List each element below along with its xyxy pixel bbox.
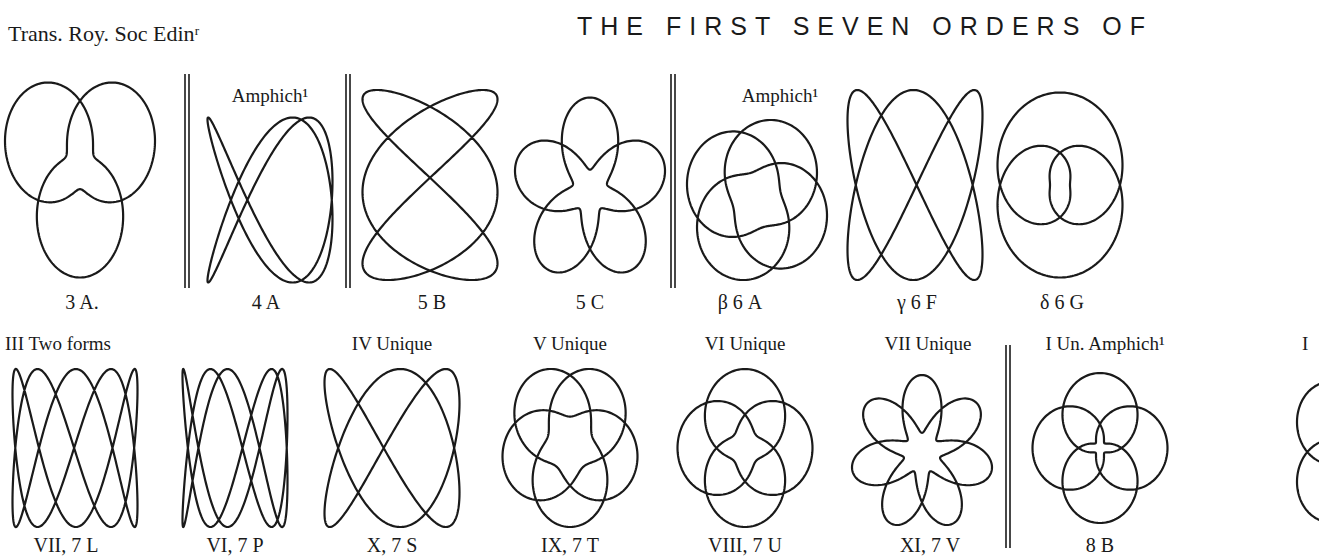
knot-curve [998,93,1123,278]
class-heading: V Unique [533,334,607,355]
class-heading: VI Unique [705,334,786,355]
knot-label: VI, 7 P [206,534,263,556]
knot-label: VII, 7 L [34,534,99,556]
knot-label: δ 6 G [1040,291,1084,313]
knot-label: VIII, 7 U [708,534,782,556]
knot-curve [687,120,827,280]
knot-label: X, 7 S [367,534,418,556]
class-heading: I [1302,334,1308,355]
knot-curve [325,369,460,527]
knot-label: 5 C [576,291,604,313]
knot-curve [5,83,155,278]
knot-curve [1033,373,1168,523]
knot-label: 3 A. [65,291,98,313]
knot-label: 4 A [252,291,280,313]
class-heading: III Two forms [5,334,111,355]
class-heading: VII Unique [884,334,971,355]
knot-curve [503,369,638,527]
knot-curve [678,369,813,527]
knot-curve [515,98,665,273]
amphicheiral-note: Amphich¹ [232,86,308,107]
amphicheiral-note: Amphich¹ [742,86,818,107]
class-heading: I Un. Amphich¹ [1045,334,1164,355]
knot-curve [1297,382,1319,522]
knot-curve [848,90,983,280]
knot-label: 8 B [1086,534,1114,556]
knot-curve [852,375,992,525]
knot-curve [13,369,138,527]
plate-title: THE FIRST SEVEN ORDERS OF [577,12,1153,41]
knot-label: XI, 7 V [900,534,960,556]
knot-curve [183,369,288,527]
knot-curve [208,118,333,283]
knot-label: 5 B [418,291,446,313]
knot-label: β 6 A [718,291,763,313]
journal-reference: Trans. Roy. Soc Edinʳ [8,22,199,46]
separator-lines [185,74,1010,548]
knot-curve [363,90,498,280]
knot-label: IX, 7 T [541,534,599,556]
knot-diagrams [5,83,1319,528]
knot-label: γ 6 F [897,291,937,313]
class-heading: IV Unique [352,334,432,355]
